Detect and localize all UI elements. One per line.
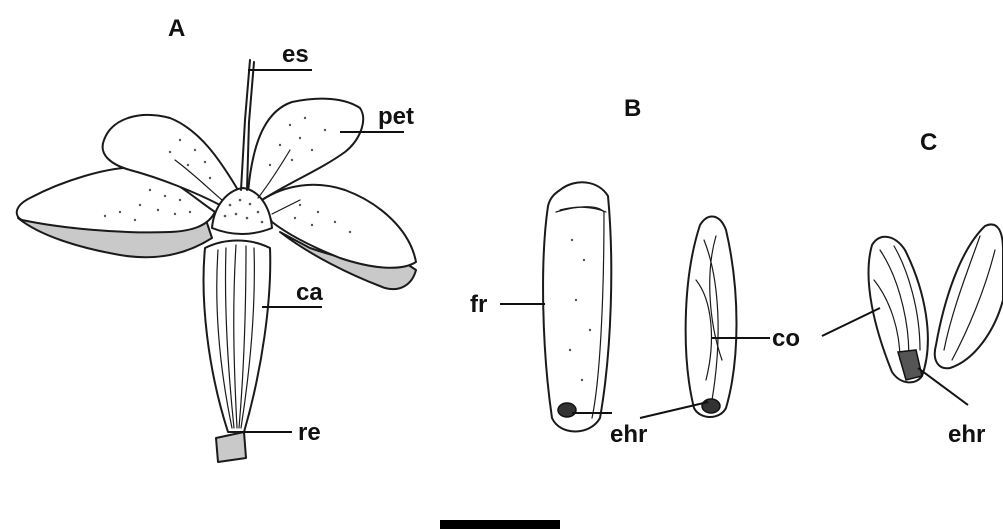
label-ehr-c: ehr <box>948 421 985 448</box>
panel-label-c: C <box>920 129 937 156</box>
leader-ehr-c <box>918 368 968 405</box>
label-ehr-b: ehr <box>610 421 647 448</box>
calyx <box>204 241 271 433</box>
leader-co-c <box>822 308 880 336</box>
scale-bar <box>440 520 560 529</box>
fruit-front-drawing <box>543 182 611 431</box>
label-pet: pet <box>378 103 414 130</box>
label-co: co <box>772 325 800 352</box>
label-ca: ca <box>296 279 323 306</box>
fruit-hilum <box>558 403 576 417</box>
panel-label-b: B <box>624 95 641 122</box>
right-petal <box>262 185 416 268</box>
fruit-side-body <box>686 216 737 417</box>
label-fr: fr <box>470 291 487 318</box>
fruit-side-drawing <box>686 216 737 417</box>
fruit-body <box>543 182 611 431</box>
label-re: re <box>298 419 321 446</box>
seed-right-drawing <box>935 224 1003 368</box>
flower-drawing <box>17 60 416 462</box>
panel-label-a: A <box>168 15 185 42</box>
receptacle <box>216 432 246 462</box>
label-es: es <box>282 41 309 68</box>
fruit-side-hilum <box>702 399 720 413</box>
